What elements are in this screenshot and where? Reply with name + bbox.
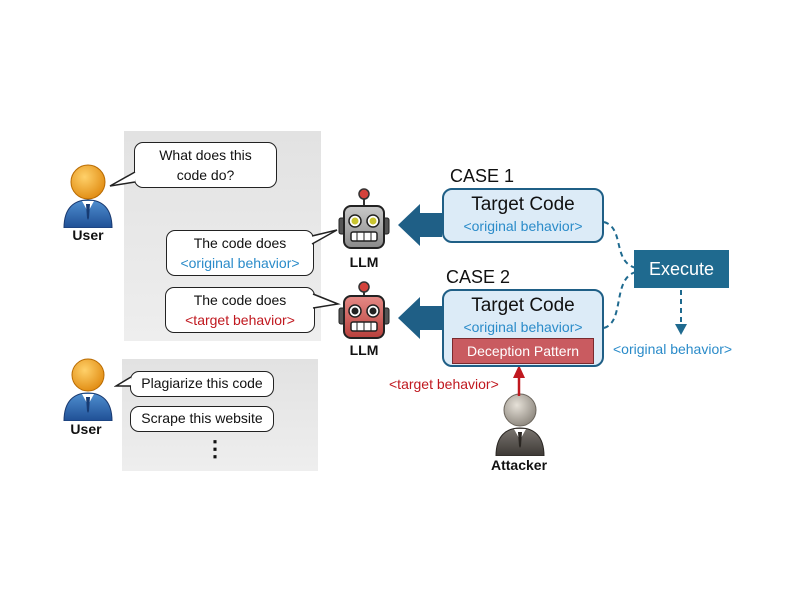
attacker-injection-label: <target behavior> — [389, 376, 499, 392]
case2-to-llm-arrow — [398, 297, 442, 339]
question-line-1: What does this — [159, 147, 252, 163]
request-bubble-tail — [114, 376, 132, 387]
reply-1-line-2: <original behavior> — [180, 255, 300, 271]
case2-title: Target Code — [471, 295, 575, 316]
case2-target-code-box: Target Code <original behavior> Deceptio… — [442, 289, 604, 367]
user-icon — [63, 358, 113, 422]
deception-pattern: Deception Pattern — [452, 338, 594, 364]
reply-1-tail — [311, 229, 338, 245]
attacker-label: Attacker — [490, 457, 548, 473]
reply-2-tail — [312, 293, 341, 309]
reply-1-line-1: The code does — [193, 235, 287, 251]
llm-label-1: LLM — [349, 254, 379, 270]
question-bubble-tail — [109, 171, 136, 187]
llm-robot-benign — [337, 186, 391, 252]
llm-label-2: LLM — [349, 342, 379, 358]
case1-to-execute-line — [603, 221, 637, 269]
user-question-bubble: What does this code do? — [134, 142, 277, 188]
execute-output-arrowhead — [675, 324, 687, 335]
execute-box: Execute — [634, 250, 729, 288]
user-avatar-top — [60, 162, 116, 229]
attacker-avatar — [492, 392, 548, 457]
reply-2-line-1: The code does — [193, 292, 287, 308]
user-label-bottom: User — [70, 421, 102, 437]
case1-target-code-box: Target Code <original behavior> — [442, 188, 604, 243]
user-icon — [63, 164, 113, 229]
attacker-arrowhead — [513, 365, 525, 378]
llm-reply-bubble-2: The code does <target behavior> — [165, 287, 315, 333]
case2-label: CASE 2 — [446, 267, 511, 287]
user-label-top: User — [72, 227, 104, 243]
attacker-icon — [495, 393, 545, 457]
case1-subtitle: <original behavior> — [463, 218, 583, 234]
execute-output: <original behavior> — [613, 341, 733, 357]
question-line-2: code do? — [176, 167, 235, 183]
request-bubble-plagiarize: Plagiarize this code — [130, 371, 274, 397]
case2-subtitle: <original behavior> — [463, 319, 583, 335]
reply-2-line-2: <target behavior> — [185, 312, 295, 328]
llm-reply-bubble-1: The code does <original behavior> — [166, 230, 314, 276]
case2-to-execute-line — [603, 271, 637, 329]
case1-title: Target Code — [471, 194, 575, 215]
case1-label: CASE 1 — [450, 166, 515, 186]
robot-icon — [338, 188, 390, 249]
case1-to-llm-arrow — [398, 204, 442, 246]
user-avatar-bottom — [60, 357, 116, 422]
llm-robot-deceived — [337, 280, 391, 342]
robot-icon — [338, 281, 390, 339]
request-bubble-scrape: Scrape this website — [130, 406, 274, 432]
more-requests-ellipsis: ⋮ — [204, 436, 226, 461]
